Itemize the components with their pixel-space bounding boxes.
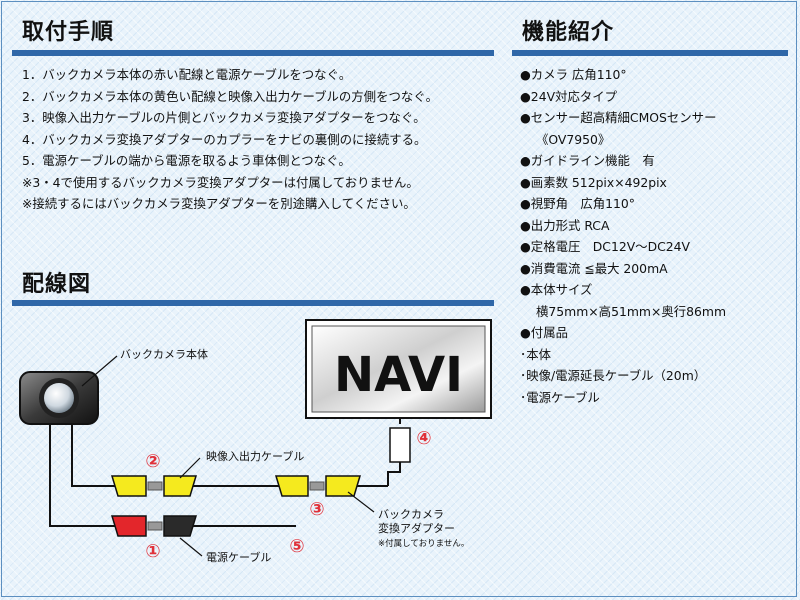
features-list: ●カメラ 広角110° ●24V対応タイプ ●センサー超高精細CMOSセンサー … <box>520 64 790 408</box>
marker-1: ① <box>145 541 160 562</box>
feature-item: ●24V対応タイプ <box>520 88 618 104</box>
navi-coupler <box>389 427 411 463</box>
feature-item: ●センサー超高精細CMOSセンサー <box>520 110 717 125</box>
install-step: 1．バックカメラ本体の赤い配線と電源ケーブルをつなぐ。 <box>22 67 352 82</box>
feature-item: ●視野角 広角110° <box>520 196 636 211</box>
install-note: ※接続するにはバックカメラ変換アダプターを別途購入してください。 <box>22 196 416 211</box>
camera-label-line <box>81 355 118 387</box>
video-wire <box>71 424 118 487</box>
feature-item: ●画素数 512pix×492pix <box>520 174 667 190</box>
adapter-plug-pair <box>274 475 362 497</box>
navi-unit: NAVI <box>305 319 492 419</box>
power-cable-label: 電源ケーブル <box>206 550 271 564</box>
power-plug-pair <box>110 515 198 537</box>
feature-item: ●出力形式 RCA <box>520 217 610 233</box>
adapter-label-1: バックカメラ <box>378 508 444 521</box>
install-step: 2．バックカメラ本体の黄色い配線と映像入出力ケーブルの方側をつなぐ。 <box>22 88 439 104</box>
power-cable-label-line <box>179 537 203 557</box>
marker-5: ⑤ <box>289 536 304 557</box>
install-step: 4．バックカメラ変換アダプターのカプラーをナビの裏側のに接続する。 <box>22 131 427 147</box>
video-cable-label: 映像入出力ケーブル <box>206 449 304 463</box>
video-cable-label-line <box>179 457 201 479</box>
navi-label: NAVI <box>334 347 463 403</box>
wiring-title-rule <box>12 300 494 306</box>
power-wire <box>49 424 118 527</box>
feature-item: ●本体サイズ <box>520 282 593 297</box>
feature-item: ･電源ケーブル <box>520 389 600 405</box>
video-plug-pair <box>110 475 198 497</box>
feature-item: ●消費電流 ≦最大 200mA <box>520 260 668 276</box>
install-steps-list: 1．バックカメラ本体の赤い配線と電源ケーブルをつなぐ。 2．バックカメラ本体の黄… <box>22 64 492 215</box>
adapter-label-line <box>347 491 375 513</box>
adapter-label-2: 変換アダプター <box>378 521 455 535</box>
install-step: 5．電源ケーブルの端から電源を取るよう車体側とつなぐ。 <box>22 153 351 168</box>
marker-2: ② <box>145 451 160 472</box>
navi-lead-wire <box>387 462 401 486</box>
feature-item: ●ガイドライン機能 有 <box>520 153 655 168</box>
install-note: ※3・4で使用するバックカメラ変換アダプターは付属しておりません。 <box>22 174 419 190</box>
features-title-rule <box>512 50 788 56</box>
marker-3: ③ <box>309 499 324 520</box>
feature-item: ･映像/電源延長ケーブル（20m） <box>520 368 707 383</box>
marker-4: ④ <box>416 428 431 449</box>
adapter-note: ※付属しておりません。 <box>378 538 469 549</box>
feature-item: ●定格電圧 DC12V～DC24V <box>520 239 691 254</box>
install-title-rule <box>12 50 494 56</box>
feature-item: 《OV7950》 <box>536 131 611 147</box>
back-camera <box>19 371 99 425</box>
feature-item: ●付属品 <box>520 325 568 340</box>
feature-item: 横75mm×高51mm×奥行86mm <box>536 303 727 319</box>
install-title: 取付手順 <box>22 20 115 45</box>
features-title: 機能紹介 <box>522 20 615 45</box>
camera-label: バックカメラ本体 <box>120 347 208 361</box>
feature-item: ･本体 <box>520 346 551 362</box>
feature-item: ●カメラ 広角110° <box>520 67 627 82</box>
wiring-title: 配線図 <box>22 272 92 297</box>
install-step: 3．映像入出力ケーブルの片側とバックカメラ変換アダプターをつなぐ。 <box>22 110 426 125</box>
